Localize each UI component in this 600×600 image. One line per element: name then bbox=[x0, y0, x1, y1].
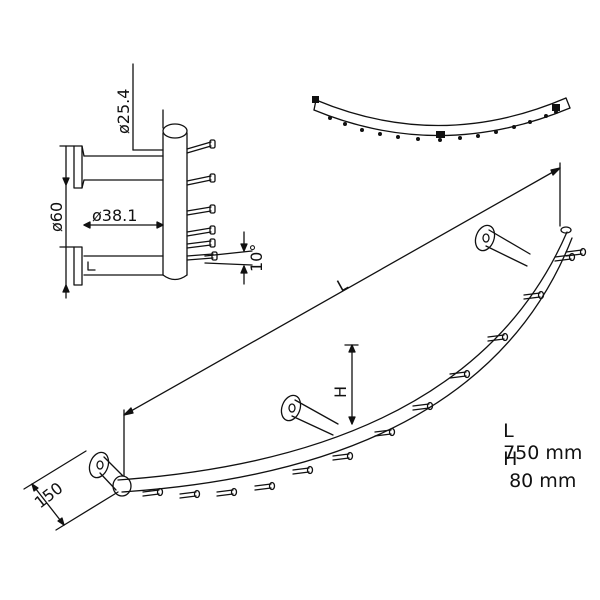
length-dimension bbox=[123, 162, 561, 477]
rail-pin bbox=[142, 487, 164, 497]
spec-length-label: L bbox=[503, 420, 514, 442]
side-view-pins bbox=[186, 139, 218, 261]
spec-length-value: 750 mm bbox=[503, 442, 583, 464]
spec-height-label: H bbox=[503, 448, 518, 470]
bracket-diameter-dimension bbox=[83, 221, 164, 229]
tube-diameter-label: ø25.4 bbox=[114, 89, 133, 134]
pin-angle-dimension bbox=[204, 231, 253, 285]
rail-pin bbox=[412, 401, 434, 411]
side-view bbox=[59, 63, 253, 299]
upper-bracket-arm bbox=[73, 145, 164, 189]
top-view-pins bbox=[312, 96, 560, 142]
flange-diameter-dimension bbox=[59, 145, 75, 299]
rail-pin bbox=[216, 487, 238, 497]
rail-pins bbox=[142, 247, 587, 499]
length-symbol-label: L bbox=[334, 275, 351, 296]
lower-bracket-arm bbox=[73, 246, 164, 286]
wall-bracket-right bbox=[474, 224, 531, 267]
rail-pin bbox=[523, 290, 545, 300]
top-view bbox=[312, 96, 571, 142]
spec-length: L 750 mm bbox=[491, 398, 582, 464]
main-view bbox=[23, 162, 587, 531]
wall-offset-label: 150 bbox=[31, 478, 67, 512]
height-symbol-label: H bbox=[331, 386, 350, 398]
spec-height: H 80 mm bbox=[491, 426, 576, 492]
flange-diameter-label: ø60 bbox=[47, 202, 66, 232]
vertical-tube bbox=[162, 123, 188, 281]
height-dimension bbox=[344, 344, 359, 425]
spec-height-value: 80 mm bbox=[509, 470, 577, 492]
tube-diameter-dimension bbox=[132, 63, 164, 151]
rail-pin bbox=[565, 247, 587, 257]
rail-pin bbox=[487, 332, 509, 342]
bracket-diameter-label: ø38.1 bbox=[92, 206, 137, 225]
rail-pin bbox=[332, 451, 354, 461]
wall-offset-dimension bbox=[23, 450, 119, 531]
rail-pin bbox=[374, 427, 396, 437]
rail-pin bbox=[449, 369, 471, 379]
wall-bracket-left bbox=[88, 451, 124, 491]
rail-pin bbox=[179, 489, 201, 499]
wall-bracket-middle bbox=[280, 394, 339, 436]
pin-angle-label: 10° bbox=[247, 244, 266, 272]
rail-pin bbox=[254, 481, 276, 491]
rail-pin bbox=[292, 465, 314, 475]
